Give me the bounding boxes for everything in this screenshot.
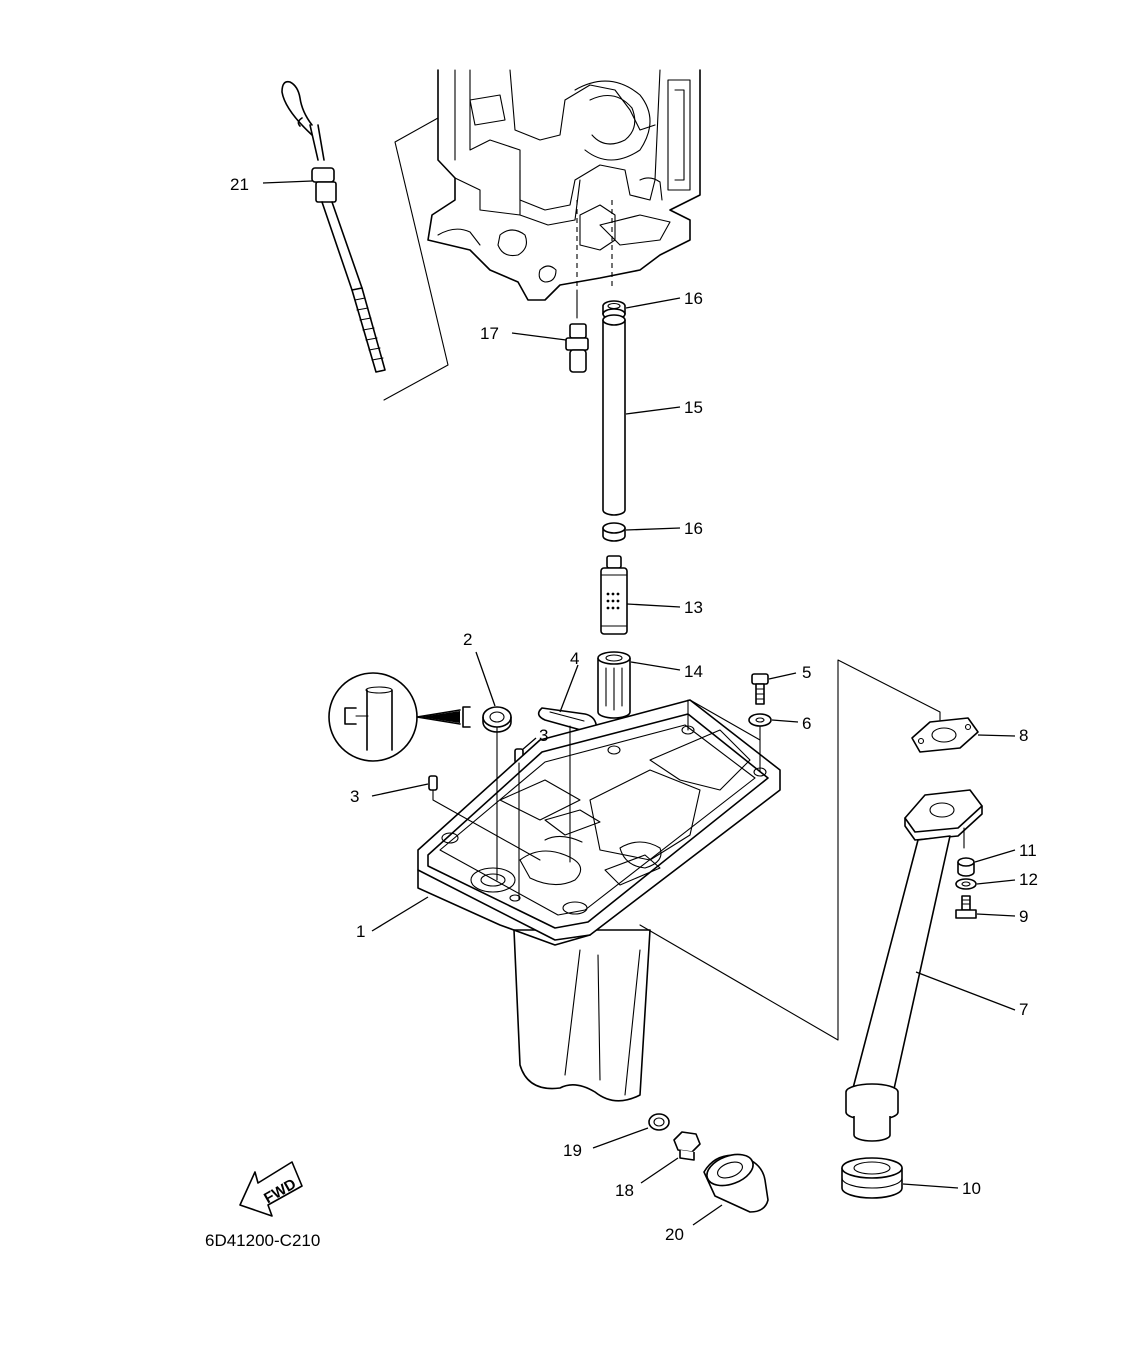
callout-16-upper: 16 (684, 289, 703, 308)
drain-plug-18 (673, 1131, 701, 1161)
grommet-10 (841, 1157, 903, 1199)
pin-3-left-reference-line (432, 789, 541, 861)
callout-3-right: 3 (539, 726, 548, 745)
pipe-7 (845, 789, 983, 1142)
exhaust-reference-line (639, 659, 941, 1041)
callout-8: 8 (1019, 726, 1028, 745)
callout-4: 4 (570, 649, 579, 668)
callout-18: 18 (615, 1181, 634, 1200)
callout-5: 5 (802, 663, 811, 682)
callout-17: 17 (480, 324, 499, 343)
pipe-15 (602, 314, 626, 516)
callout-10: 10 (962, 1179, 981, 1198)
callout-11: 11 (1019, 841, 1037, 860)
callout-20: 20 (665, 1225, 684, 1244)
grommet-20 (703, 1153, 769, 1213)
callout-14: 14 (684, 662, 703, 681)
callout-15: 15 (684, 398, 703, 417)
dipstick (281, 80, 386, 373)
forward-direction-arrow: FWD (239, 1161, 303, 1217)
callout-1: 1 (356, 922, 365, 941)
engine-block-outline (427, 69, 701, 301)
seal-detail-callout (328, 672, 471, 762)
gasket-8 (911, 717, 979, 753)
washer-19 (648, 1113, 670, 1131)
nut-11 (957, 857, 975, 877)
diagram-code: 6D41200-C210 (205, 1231, 320, 1250)
strainer-housing-14 (597, 651, 631, 719)
callout-12: 12 (1019, 870, 1038, 889)
callout-19: 19 (563, 1141, 582, 1160)
callout-7: 7 (1019, 1000, 1028, 1019)
oil-pan-1 (417, 699, 781, 1102)
bolt-5 (751, 673, 769, 705)
callout-numbers: 21 17 16 15 16 13 14 2 4 3 3 1 5 6 8 11 … (230, 175, 1038, 1244)
leader-lines (262, 180, 1016, 1226)
washer-6 (748, 713, 772, 727)
callout-9: 9 (1019, 907, 1028, 926)
dowel-pin-3-left (428, 775, 438, 791)
oil-strainer-13 (600, 555, 628, 635)
washer-12 (955, 878, 977, 890)
callout-21: 21 (230, 175, 249, 194)
bolt-9 (955, 895, 977, 919)
seal-16-lower (602, 522, 626, 542)
callout-13: 13 (684, 598, 703, 617)
bolt-17 (565, 323, 589, 373)
callout-3-left: 3 (350, 787, 359, 806)
callout-6: 6 (802, 714, 811, 733)
dipstick-reference-line (383, 117, 449, 401)
callout-2: 2 (463, 630, 472, 649)
oil-seal-2 (482, 706, 512, 733)
bolt-5-bracket-line (687, 699, 761, 741)
callout-16-lower: 16 (684, 519, 703, 538)
